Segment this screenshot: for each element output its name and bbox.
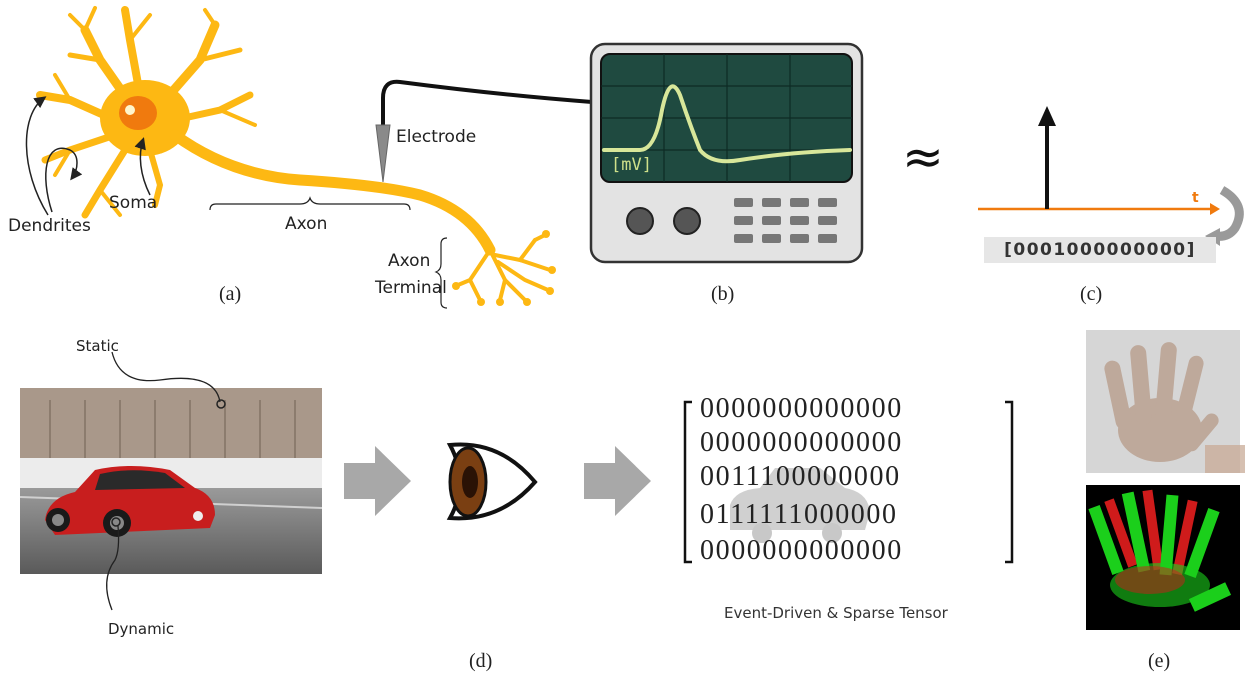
eye-icon [446,442,538,521]
knob-left [626,207,654,235]
tensor-row: 0111111000000 [700,499,898,530]
axon-terminal-brace [434,237,448,309]
label-soma: Soma [109,193,158,213]
hand-photo [1086,330,1245,473]
event-image [1086,485,1240,630]
label-dendrites: Dendrites [8,216,91,236]
flow-arrow-1 [344,446,411,516]
label-axon: Axon [285,214,328,234]
membrane-potential-trace [602,84,852,164]
approx-symbol: ≈ [902,128,944,186]
label-electrode: Electrode [396,127,477,147]
matrix-bracket-left [683,400,692,564]
tensor-row: 0000000000000 [700,427,903,458]
spike-plot [978,106,1244,246]
tensor-caption: Event-Driven & Sparse Tensor [724,604,948,622]
axon-brace [209,196,411,211]
caption-c: (c) [1080,283,1103,305]
car-photo [19,388,323,574]
car-silhouette [730,468,870,530]
time-axis-label: t [1192,190,1199,206]
oscilloscope-unit-label: [mV] [611,155,652,175]
oscilloscope [589,42,864,264]
caption-d: (d) [469,650,493,672]
loop-arrow-icon [1214,186,1244,241]
spike-arrowhead [1038,106,1056,126]
matrix-bracket-right [1005,400,1014,564]
caption-e: (e) [1148,650,1171,672]
caption-b: (b) [711,283,735,305]
dendrite-pointer-arrows [25,96,151,216]
tensor-row: 0011100000000 [700,461,901,492]
label-dynamic: Dynamic [108,620,175,638]
button-grid [734,198,837,243]
caption-a: (a) [219,283,242,305]
binary-spike-array: [0001000000000] [984,237,1216,263]
label-axon-terminal-line2: Terminal [375,278,447,298]
electrode-cable [381,79,593,125]
tensor-row: 0000000000000 [700,393,903,424]
label-axon-terminal-line1: Axon [388,251,431,271]
knob-right [673,207,701,235]
electrode-tip [375,124,391,183]
label-static: Static [76,337,119,355]
neuron-drawing [36,6,556,306]
tensor-row: 0000000000000 [700,535,903,566]
photo-pointers [106,351,221,611]
flow-arrow-2 [584,446,651,516]
